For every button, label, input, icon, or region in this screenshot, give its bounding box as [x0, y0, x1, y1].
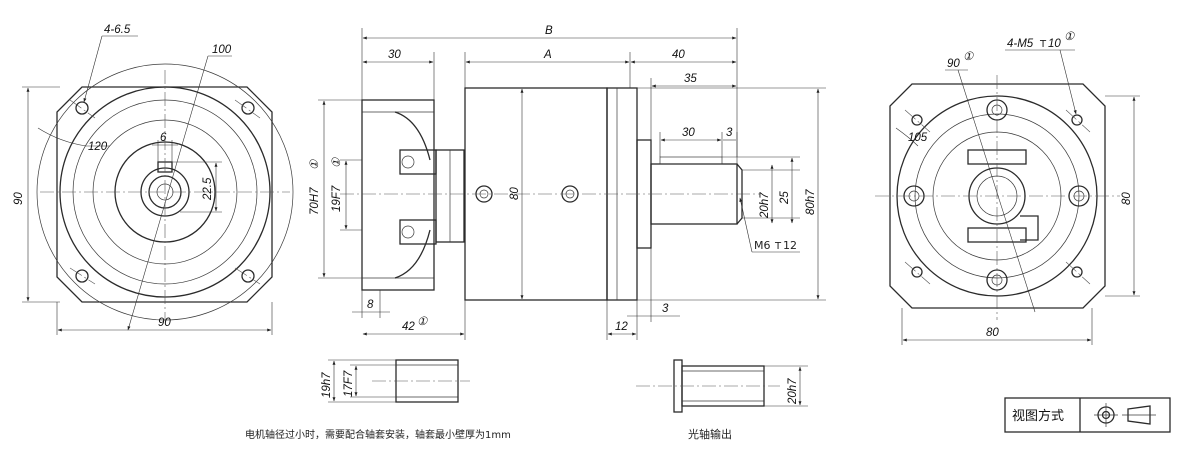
view-method-label: 视图方式	[1012, 408, 1064, 424]
left-hole-pattern-label: 4-6.5	[104, 24, 131, 36]
svg-text:T: T	[1039, 39, 1047, 50]
pilot-bore-label: 70H7	[309, 187, 321, 215]
overall-length-label: B	[545, 25, 553, 37]
projection-symbol-icon	[1094, 403, 1156, 427]
right-height-label: 80	[1121, 192, 1133, 205]
shaft-dia-detail-label: 20h7	[787, 378, 799, 405]
sleeve-inner-label: 17F7	[343, 370, 355, 397]
key-length-label: 30	[682, 127, 695, 139]
title-block-frame	[1004, 397, 1171, 433]
left-key-depth-label: 22.5	[202, 177, 214, 201]
left-hole-br	[241, 269, 255, 283]
sleeve-note: 电机轴径过小时，需要配合轴套安装，轴套最小壁厚为1mm	[245, 428, 511, 441]
shaft-dia-label: 20h7	[759, 192, 771, 219]
right-angle-marker: ①	[963, 51, 974, 63]
right-tap-pattern-label: 4-M5	[1007, 38, 1034, 50]
right-hole-tl	[911, 114, 923, 126]
left-height-label: 90	[13, 192, 25, 205]
key-height-label: 25	[779, 191, 791, 205]
right-hole-tr	[1071, 114, 1083, 126]
svg-text:T: T	[774, 241, 782, 252]
tap-depth-label: 12	[783, 239, 797, 252]
left-view: 90 90 4-6.5 100 120 6 22.5	[13, 24, 294, 335]
tap-thread-label: M6	[754, 239, 771, 252]
spigot-step-label: 3	[662, 303, 669, 315]
shaft-length-label: 35	[684, 73, 697, 85]
right-width-label: 80	[986, 327, 999, 339]
input-depth-marker: ①	[417, 316, 428, 328]
side-view: B 30 A 40 35 30 3 70H7 ① 19F7	[309, 25, 826, 340]
left-key-width-label: 6	[160, 132, 167, 144]
input-bore-marker: ①	[331, 157, 343, 168]
left-hole-bl	[75, 269, 89, 283]
input-bore-label: 19F7	[331, 185, 343, 212]
input-depth-label: 42	[402, 321, 415, 333]
left-hole-tr	[241, 101, 255, 115]
sleeve-outer-label: 19h7	[321, 372, 333, 398]
sleeve-detail: 19h7 17F7 电机轴径过小时，需要配合轴套安装，轴套最小壁厚为1mm	[245, 359, 511, 441]
right-tap-marker: ①	[1064, 31, 1075, 43]
flange-thk-label: 12	[615, 321, 628, 333]
left-hole-tl	[75, 101, 89, 115]
shaft-detail-label: 光轴输出	[688, 427, 732, 441]
right-view: 4-M5 T 10 ① 90 ① 105 80 80	[875, 31, 1140, 345]
input-adapter	[361, 99, 435, 291]
pilot-bore-marker: ①	[309, 159, 321, 170]
body-length-label: A	[543, 49, 552, 61]
right-pcd-label: 105	[908, 132, 928, 144]
left-flange-outline	[56, 86, 273, 303]
input-step-label: 8	[367, 299, 374, 311]
input-length-label: 30	[388, 49, 401, 61]
left-width-label: 90	[158, 317, 171, 329]
key-offset-label: 3	[726, 127, 733, 139]
left-outer-dia-label: 120	[88, 141, 108, 153]
spigot-dia-label: 80h7	[805, 189, 817, 215]
shaft-detail: 20h7 光轴输出	[636, 359, 808, 441]
output-length-label: 40	[672, 49, 685, 61]
body-dia-label: 80	[509, 187, 521, 200]
right-hole-bl	[911, 266, 923, 278]
right-angle-label: 90	[947, 58, 960, 70]
right-hole-br	[1071, 266, 1083, 278]
right-flange-outline	[889, 83, 1106, 309]
title-block: 视图方式	[1004, 397, 1171, 433]
right-tap-depth-label: 10	[1048, 38, 1061, 50]
left-pcd-label: 100	[212, 44, 232, 56]
